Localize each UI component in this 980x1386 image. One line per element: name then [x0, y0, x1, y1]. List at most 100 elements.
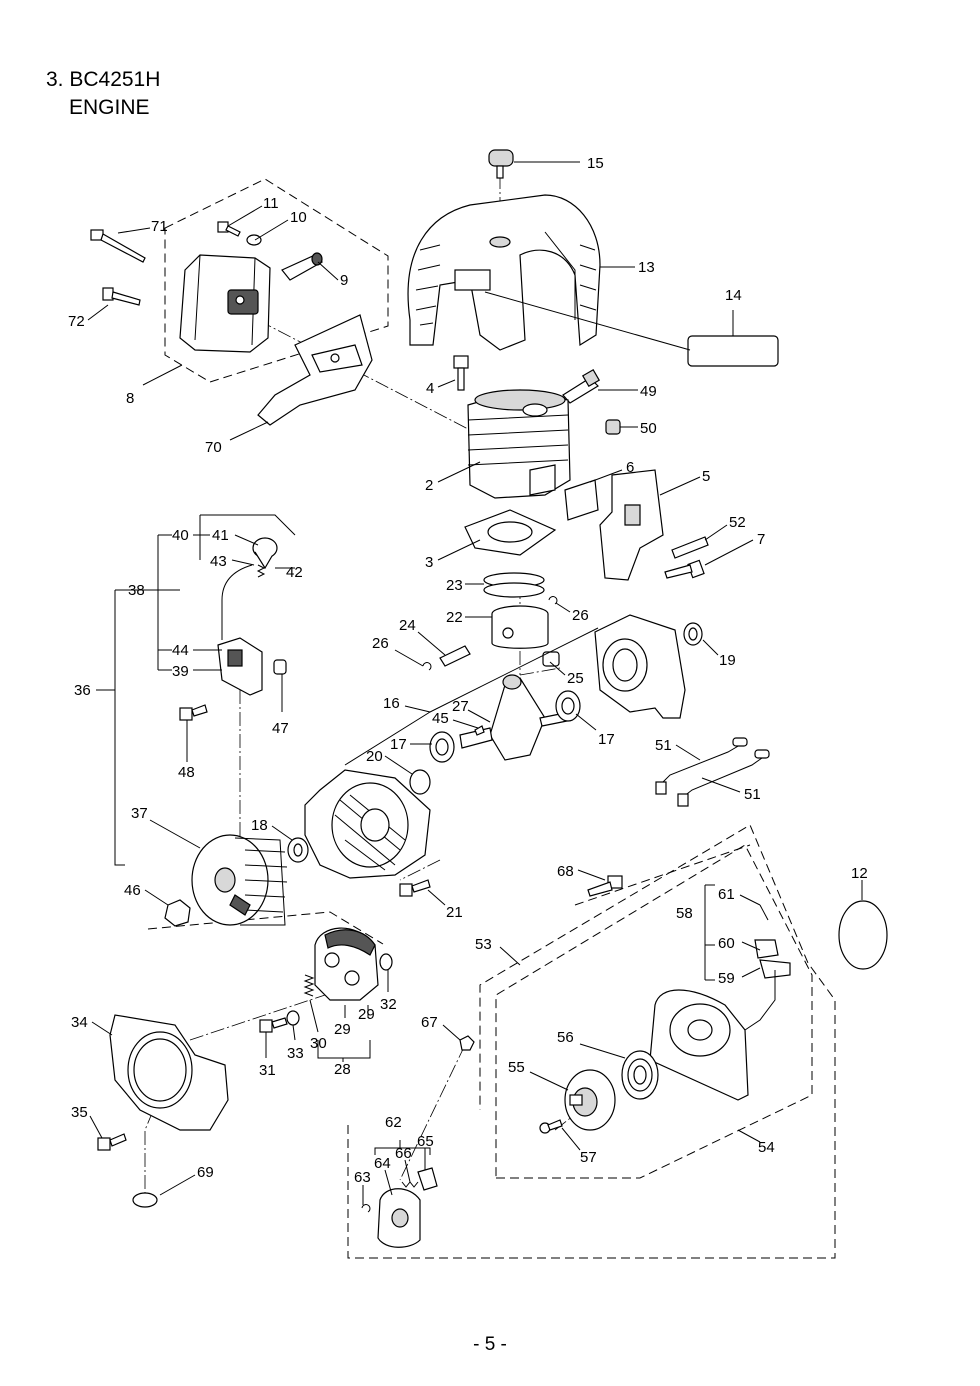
leader-line: [429, 627, 599, 713]
leader-line: [149, 819, 201, 849]
starter-pulley-box: [574, 844, 751, 906]
shoulder-bolt-icon: [259, 1017, 288, 1033]
leader-line: [701, 777, 741, 793]
spark-arrester-icon: [281, 252, 323, 281]
leader-line: [529, 1071, 569, 1091]
screw-icon: [539, 1119, 563, 1134]
cylinder-icon: [467, 389, 571, 499]
callout-17: 17: [390, 736, 407, 753]
plug-boot-icon: [252, 537, 278, 570]
callout-26: 26: [572, 607, 589, 624]
ignition-coil-icon: [217, 564, 263, 696]
bolt-icon: [97, 1133, 127, 1151]
axis-line: [519, 667, 561, 676]
callout-16: 16: [383, 695, 400, 712]
callout-49: 49: [640, 383, 657, 400]
ratchet-plate-icon: [377, 1188, 421, 1248]
plug-cap-icon: [605, 419, 621, 435]
bracket-line: [374, 1140, 431, 1155]
callout-36: 36: [74, 682, 91, 699]
fan-housing-icon: [109, 1014, 229, 1131]
leader-line: [739, 894, 761, 906]
callout-57: 57: [580, 1149, 597, 1166]
ball-bearing-icon: [429, 731, 455, 763]
leader-line: [404, 1159, 411, 1183]
leader-line: [384, 1169, 393, 1196]
clip-icon: [361, 1204, 371, 1213]
leader-line: [417, 631, 446, 656]
oil-seal-icon: [683, 622, 703, 646]
leader-line: [499, 946, 521, 966]
nut-icon: [164, 899, 191, 927]
callout-9: 9: [340, 272, 348, 289]
callout-11: 11: [263, 195, 279, 212]
callout-8: 8: [126, 390, 134, 407]
page-number: - 5 -: [473, 1334, 507, 1355]
callout-71: 71: [151, 218, 168, 235]
leader-line: [142, 364, 183, 386]
callout-65: 65: [417, 1133, 434, 1150]
leader-line: [231, 559, 255, 566]
callout-42: 42: [286, 564, 303, 581]
callout-59: 59: [718, 970, 735, 987]
callout-43: 43: [210, 553, 227, 570]
leader-line: [89, 1115, 103, 1139]
piston-icon: [491, 605, 549, 649]
callout-50: 50: [640, 420, 657, 437]
spring-icon: [303, 974, 315, 997]
retaining-clip-icon: [548, 596, 558, 605]
leader-line: [234, 534, 259, 546]
callout-7: 7: [757, 531, 765, 548]
leader-line: [659, 476, 701, 496]
leader-line: [702, 639, 719, 656]
insulator-icon: [599, 469, 664, 581]
callout-34: 34: [71, 1014, 88, 1031]
screw-icon: [90, 229, 146, 263]
page-title: 3. BC4251H ENGINE: [46, 66, 160, 122]
rope-reel-icon: [564, 1069, 616, 1131]
callout-56: 56: [557, 1029, 574, 1046]
callout-6: 6: [626, 459, 634, 476]
callout-51: 51: [655, 737, 672, 754]
crankcase-left-icon: [304, 769, 431, 879]
bracket-line: [317, 1040, 371, 1059]
clutch-group-box: [147, 911, 384, 945]
leader-line: [549, 661, 566, 676]
callout-30: 30: [310, 1035, 327, 1052]
leader-line: [159, 1174, 196, 1196]
leader-line: [254, 219, 289, 241]
cable-icon: [677, 749, 770, 807]
leader-line: [704, 539, 754, 566]
bracket-line: [157, 534, 172, 671]
bolt-icon: [453, 355, 469, 391]
leader-line: [384, 755, 413, 775]
callout-60: 60: [718, 935, 735, 952]
crankcase-right-icon: [594, 614, 686, 719]
leader-line: [117, 227, 151, 234]
oil-seal-icon: [287, 837, 309, 863]
leader-line: [484, 291, 691, 351]
callout-5: 5: [702, 468, 710, 485]
callout-54: 54: [758, 1139, 775, 1156]
leader-line: [394, 649, 424, 667]
leader-line: [577, 869, 606, 881]
callout-15: 15: [587, 155, 604, 172]
callout-32: 32: [380, 996, 397, 1013]
spark-plug-icon: [562, 368, 601, 404]
ratchet-pawl-icon: [417, 1167, 438, 1191]
leader-line: [87, 304, 109, 321]
axis-line: [399, 1044, 466, 1181]
piston-rings-icon: [483, 572, 545, 598]
callout-27: 27: [452, 698, 469, 715]
callout-48: 48: [178, 764, 195, 781]
spacer-icon: [273, 659, 287, 675]
spiral-spring-icon: [621, 1050, 659, 1100]
callout-26: 26: [372, 635, 389, 652]
leader-line: [741, 941, 761, 951]
callout-37: 37: [131, 805, 148, 822]
leader-line: [452, 719, 479, 729]
washer-icon: [132, 1192, 158, 1208]
leader-line: [555, 602, 571, 613]
callout-46: 46: [124, 882, 141, 899]
clutch-shoe-icon: [314, 927, 379, 1001]
